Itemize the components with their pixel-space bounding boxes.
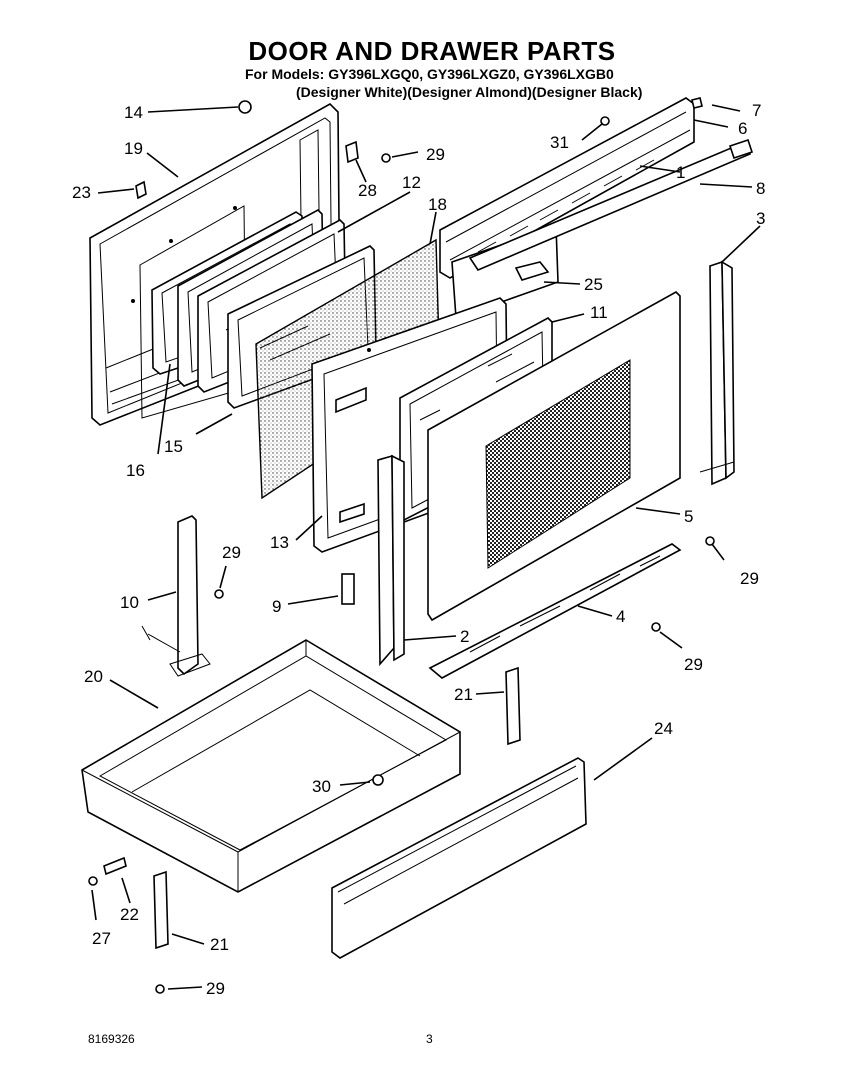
callout-20: 20 [84,667,103,686]
callout-29-bottom: 29 [206,979,225,998]
callout-3: 3 [756,209,765,228]
callout-6: 6 [738,119,747,138]
callout-4: 4 [616,607,625,626]
callout-13: 13 [270,533,289,552]
screw-icon [651,622,661,632]
callout-labels: 14 19 23 29 28 12 18 31 7 6 1 8 3 25 11 … [72,101,765,998]
callout-23: 23 [72,183,91,202]
callout-24: 24 [654,719,673,738]
door-side-channel-right [699,260,735,486]
hardware-icons [88,97,715,994]
callout-19: 19 [124,139,143,158]
callout-21-upper: 21 [454,685,473,704]
screw-icon [155,984,165,994]
callout-30: 30 [312,777,331,796]
callout-18: 18 [428,195,447,214]
screw-icon [600,116,610,126]
screw-icon [381,153,391,163]
callout-16: 16 [126,461,145,480]
callout-2: 2 [460,627,469,646]
callout-10: 10 [120,593,139,612]
callout-25: 25 [584,275,603,294]
page-title: DOOR AND DRAWER PARTS [248,36,616,66]
callout-29-right: 29 [740,569,759,588]
model-numbers: For Models: GY396LXGQ0, GY396LXGZ0, GY39… [245,66,614,82]
door-hinge-rod [468,138,754,271]
callout-11: 11 [590,303,608,322]
callout-29-trim: 29 [684,655,703,674]
clip-icon [135,180,147,200]
stud-icon [103,856,127,876]
callout-5: 5 [684,507,693,526]
nut-icon [88,876,98,886]
drawer-front-panel [331,757,587,959]
door-spacer [341,573,355,605]
door-top-trim [439,97,695,320]
callout-8: 8 [756,179,765,198]
callout-22: 22 [120,905,139,924]
screw-icon [372,774,384,786]
callout-29: 29 [426,145,445,164]
door-side-channel-left [377,454,405,667]
screw-icon [214,589,224,599]
hinge-bracket-left [141,515,211,677]
leader-lines [91,104,761,990]
door-bottom-trim [428,543,682,679]
page-number: 3 [426,1032,433,1046]
outer-door-panel [427,291,681,622]
callout-12: 12 [402,173,421,192]
clip-icon [691,97,703,109]
drawer-body [81,639,461,893]
document-number: 8169326 [88,1032,135,1046]
callout-14: 14 [124,103,143,122]
screw-icon [238,100,252,114]
drawer-slide-right [505,666,521,746]
callout-21-lower: 21 [210,935,229,954]
model-colors: (Designer White)(Designer Almond)(Design… [296,84,643,100]
callout-29-left: 29 [222,543,241,562]
callout-7: 7 [752,101,761,120]
callout-27: 27 [92,929,111,948]
bracket-icon [345,140,359,164]
callout-9: 9 [272,597,281,616]
callout-31: 31 [550,133,569,152]
screw-icon [705,536,715,546]
callout-1: 1 [676,163,685,182]
callout-15: 15 [164,437,183,456]
callout-28: 28 [358,181,377,200]
drawer-slide-left [153,870,169,950]
